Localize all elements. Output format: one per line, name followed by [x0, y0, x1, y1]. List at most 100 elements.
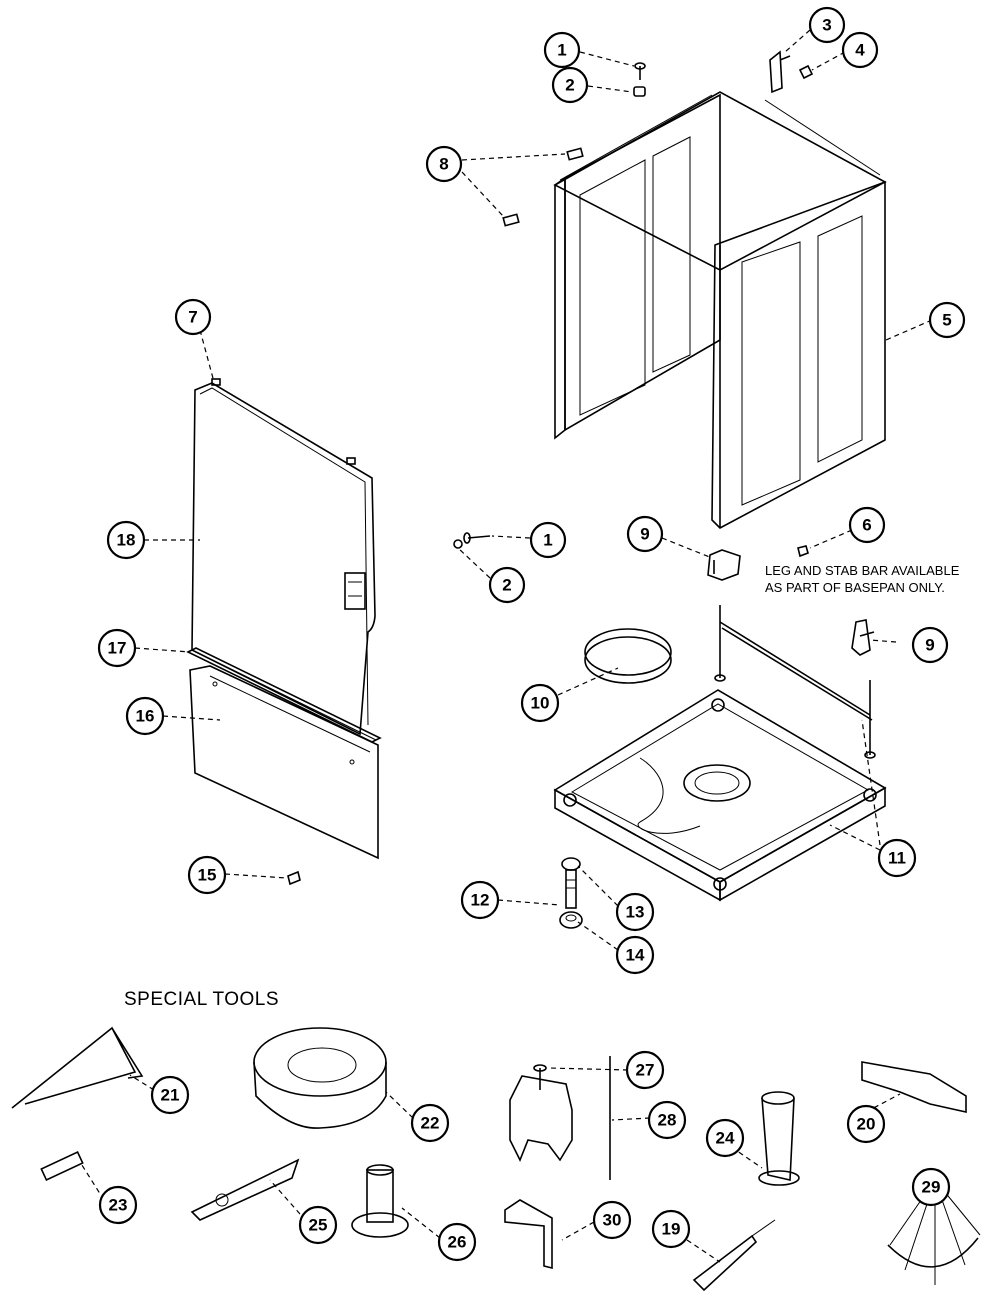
front-panel-part — [191, 378, 376, 736]
tool-part-21 — [11, 1026, 144, 1109]
pad-parts-8 — [502, 147, 584, 227]
svg-text:11: 11 — [888, 849, 906, 868]
svg-text:8: 8 — [439, 155, 448, 174]
callout-9-lower: 9 — [911, 626, 949, 664]
svg-text:16: 16 — [136, 707, 155, 726]
special-tools-heading: SPECIAL TOOLS — [124, 989, 279, 1010]
tool-part-25 — [190, 1158, 300, 1221]
svg-text:9: 9 — [925, 636, 934, 655]
callout-10: 10 — [520, 683, 560, 723]
tool-part-22 — [253, 1027, 387, 1129]
svg-text:24: 24 — [716, 1129, 735, 1148]
svg-text:3: 3 — [822, 16, 831, 35]
ring-part-10 — [584, 628, 672, 684]
svg-text:7: 7 — [188, 308, 197, 327]
leader-lines — [79, 29, 933, 1263]
note-line-1: LEG AND STAB BAR AVAILABLE — [765, 563, 960, 578]
note-line-2: AS PART OF BASEPAN ONLY. — [765, 580, 945, 595]
callout-28: 28 — [647, 1100, 687, 1140]
svg-text:25: 25 — [309, 1216, 328, 1235]
svg-text:2: 2 — [502, 576, 511, 595]
svg-text:6: 6 — [862, 516, 871, 535]
clip-part-15 — [287, 870, 301, 886]
callout-23: 23 — [98, 1185, 138, 1225]
callout-2-top: 2 — [551, 66, 589, 104]
bracket-part-9-upper — [707, 549, 741, 581]
tool-part-24 — [758, 1091, 800, 1186]
svg-text:5: 5 — [942, 311, 951, 330]
screw-part-1-mid — [463, 532, 491, 544]
svg-text:23: 23 — [109, 1196, 128, 1215]
tool-part-27-28 — [509, 1056, 611, 1180]
svg-text:18: 18 — [117, 531, 136, 550]
svg-text:10: 10 — [531, 694, 550, 713]
callout-3: 3 — [808, 6, 846, 44]
callout-24: 24 — [705, 1118, 745, 1158]
callout-25: 25 — [298, 1205, 338, 1245]
callout-8: 8 — [425, 145, 463, 183]
callout-1-top: 1 — [543, 31, 581, 69]
tool-part-30 — [504, 1199, 553, 1270]
screw-part-1-top — [634, 62, 646, 80]
nut-part-2-mid — [453, 539, 463, 549]
callout-21: 21 — [150, 1075, 190, 1115]
tool-part-29 — [887, 1179, 981, 1285]
nut-part-14 — [559, 911, 583, 929]
bolt-part-12 — [565, 869, 577, 909]
callout-20: 20 — [846, 1104, 886, 1144]
svg-text:28: 28 — [658, 1111, 677, 1130]
tool-part-23 — [40, 1151, 84, 1181]
basepan-part — [553, 689, 887, 902]
callout-16: 16 — [125, 696, 165, 736]
callout-12: 12 — [460, 880, 500, 920]
svg-text:26: 26 — [448, 1233, 467, 1252]
tool-part-20 — [861, 1061, 967, 1113]
callout-26: 26 — [437, 1222, 477, 1262]
seal-strip-part — [186, 647, 382, 743]
tool-part-19 — [692, 1219, 776, 1292]
callout-29: 29 — [911, 1167, 951, 1207]
svg-text:27: 27 — [636, 1061, 655, 1080]
bracket-part-9-lower — [851, 619, 875, 656]
callout-30: 30 — [592, 1200, 632, 1240]
callout-1-mid: 1 — [529, 521, 567, 559]
callout-11: 11 — [877, 838, 917, 878]
callout-4: 4 — [841, 31, 879, 69]
screw-part-6 — [797, 545, 809, 558]
callout-13: 13 — [615, 892, 655, 932]
nut-part-2-top — [633, 86, 646, 97]
callout-15: 15 — [187, 855, 227, 895]
svg-text:2: 2 — [565, 76, 574, 95]
svg-text:4: 4 — [855, 41, 865, 60]
lower-front-panel-part — [189, 665, 379, 860]
clip-part-4 — [798, 64, 814, 80]
callout-14: 14 — [615, 935, 655, 975]
callout-5: 5 — [928, 301, 966, 339]
callout-18: 18 — [106, 520, 146, 560]
cabinet-part — [553, 91, 887, 529]
callout-22: 22 — [410, 1103, 450, 1143]
callout-6: 6 — [848, 506, 886, 544]
svg-text:13: 13 — [626, 903, 645, 922]
svg-text:20: 20 — [857, 1115, 876, 1134]
callout-17: 17 — [97, 628, 137, 668]
svg-text:9: 9 — [640, 525, 649, 544]
callout-7: 7 — [174, 298, 212, 336]
svg-text:21: 21 — [161, 1086, 180, 1105]
tool-part-26 — [351, 1164, 409, 1238]
svg-text:1: 1 — [543, 531, 552, 550]
svg-text:15: 15 — [198, 866, 217, 885]
svg-text:29: 29 — [922, 1178, 941, 1197]
svg-text:30: 30 — [603, 1211, 622, 1230]
callout-2-mid: 2 — [488, 566, 526, 604]
svg-text:22: 22 — [421, 1114, 440, 1133]
callout-19: 19 — [651, 1209, 691, 1249]
svg-text:19: 19 — [662, 1220, 681, 1239]
svg-text:14: 14 — [626, 946, 645, 965]
svg-text:12: 12 — [471, 891, 490, 910]
callout-9-upper: 9 — [626, 515, 664, 553]
nut-part-13 — [561, 857, 581, 871]
bracket-part-3 — [769, 50, 791, 94]
svg-text:1: 1 — [557, 41, 566, 60]
